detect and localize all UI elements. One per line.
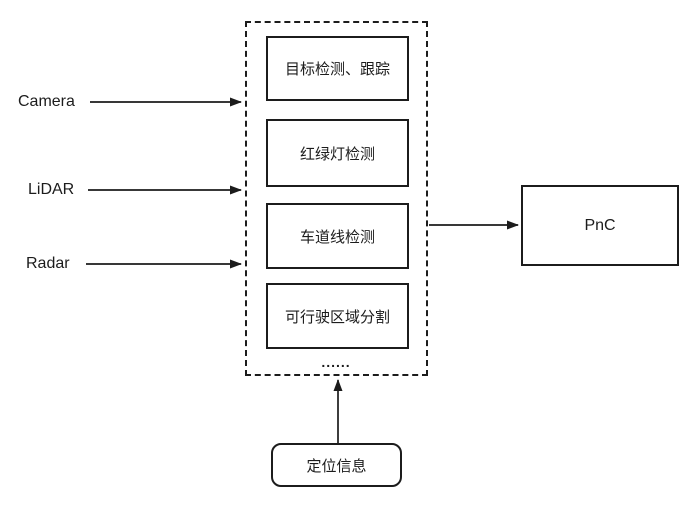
module-box-drivable-area-segmentation: 可行驶区域分割 (266, 283, 409, 349)
pnc-box: PnC (521, 185, 679, 266)
input-label-lidar: LiDAR (28, 181, 75, 198)
module-box-object-detection-tracking: 目标检测、跟踪 (266, 36, 409, 101)
input-label-camera: Camera (18, 93, 75, 110)
perception-container (245, 21, 428, 376)
input-label-radar: Radar (26, 255, 70, 272)
module-box-lane-line-detection: 车道线检测 (266, 203, 409, 269)
more-modules-ellipsis: ...... (321, 354, 351, 370)
localization-info-box: 定位信息 (271, 443, 402, 487)
module-box-traffic-light-detection: 红绿灯检测 (266, 119, 409, 187)
